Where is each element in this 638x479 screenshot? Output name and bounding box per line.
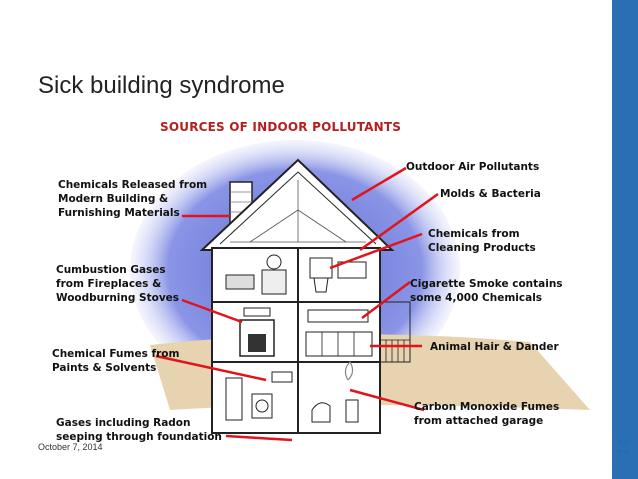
label-outdoor-air: Outdoor Air Pollutants — [406, 160, 539, 174]
label-line: Chemicals Released from Modern Building … — [58, 178, 207, 220]
label-line: Molds & Bacteria — [440, 187, 541, 201]
slide-title: Sick building syndrome — [38, 72, 285, 100]
label-line: Carbon Monoxide Fumes from attached gara… — [414, 400, 559, 428]
slide-date: October 7, 2014 — [38, 442, 103, 452]
label-carbon-monoxide: Carbon Monoxide Fumes from attached gara… — [414, 400, 559, 428]
label-chemicals-building: Chemicals Released from Modern Building … — [58, 178, 207, 220]
label-radon: Gases including Radon seeping through fo… — [56, 416, 222, 444]
label-line: Chemical Fumes from Paints & Solvents — [52, 347, 179, 375]
label-line: Cumbustion Gases from Fireplaces & Woodb… — [56, 263, 179, 305]
label-animal-hair: Animal Hair & Dander — [430, 340, 559, 354]
label-line: Cigarette Smoke contains some 4,000 Chem… — [410, 277, 563, 305]
label-combustion-gases: Cumbustion Gases from Fireplaces & Woodb… — [56, 263, 179, 305]
label-line: Gases including Radon seeping through fo… — [56, 416, 222, 444]
label-chemical-fumes: Chemical Fumes from Paints & Solvents — [52, 347, 179, 375]
label-line: Animal Hair & Dander — [430, 340, 559, 354]
slide-accent-bar — [612, 0, 638, 479]
label-cleaning: Chemicals from Cleaning Products — [428, 227, 536, 255]
label-molds: Molds & Bacteria — [440, 187, 541, 201]
slide-number: 14 — [616, 434, 634, 460]
label-line: Chemicals from Cleaning Products — [428, 227, 536, 255]
label-line: Outdoor Air Pollutants — [406, 160, 539, 174]
label-cigarette: Cigarette Smoke contains some 4,000 Chem… — [410, 277, 563, 305]
diagram-title: SOURCES OF INDOOR POLLUTANTS — [160, 120, 401, 134]
